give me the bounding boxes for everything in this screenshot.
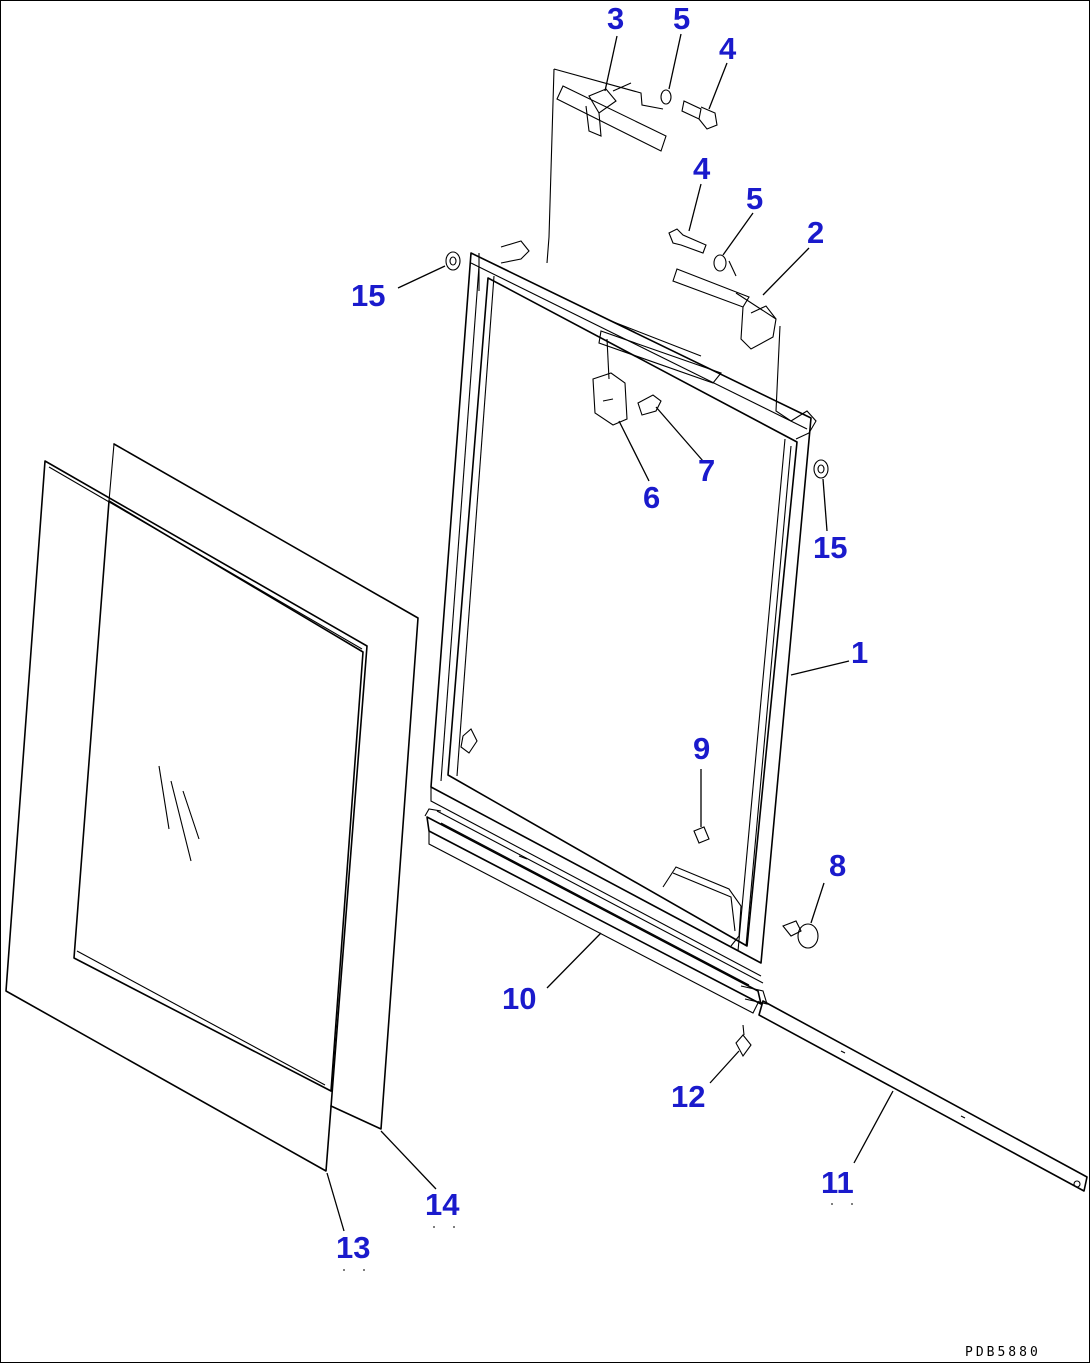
washer-top: [660, 89, 672, 105]
callout-4-mid: 4: [693, 151, 711, 186]
callout-5-mid: 5: [746, 181, 763, 216]
cap-right: [813, 459, 829, 479]
callout-6: 6: [643, 480, 660, 515]
glass-seal: [73, 443, 419, 1130]
clip: [693, 826, 710, 844]
callout-9: 9: [693, 731, 710, 766]
guide-bar: [758, 1000, 1088, 1192]
label-tick-marks: [343, 1203, 853, 1271]
callout-5-top: 5: [673, 1, 690, 36]
glass-pane: [5, 460, 368, 1172]
latch-bracket: [592, 338, 628, 426]
callout-15-left: 15: [351, 278, 385, 313]
callout-12: 12: [671, 1079, 705, 1114]
callout-4-top: 4: [719, 31, 737, 66]
cap-left: [445, 251, 461, 271]
washer-mid: [713, 254, 727, 272]
callout-15-right: 15: [813, 530, 847, 565]
stud-bolt: [637, 394, 662, 416]
callout-1: 1: [851, 635, 868, 670]
leader-lines: [326, 33, 894, 1232]
callout-2: 2: [807, 215, 824, 250]
bolt-top: [681, 100, 718, 130]
upper-hinge: [546, 68, 667, 264]
callout-3: 3: [607, 1, 624, 36]
sash-frame: [430, 240, 817, 977]
callout-11: 11: [821, 1165, 854, 1200]
callout-13: 13: [336, 1230, 370, 1265]
right-hinge: [672, 260, 792, 422]
callout-10: 10: [502, 981, 536, 1016]
drawing-code: PDB5880: [965, 1345, 1041, 1360]
bolt-mid: [668, 228, 707, 254]
callout-7: 7: [698, 453, 715, 488]
callout-14: 14: [425, 1187, 460, 1222]
knob: [782, 920, 819, 949]
callout-8: 8: [829, 848, 846, 883]
lower-rail: [424, 808, 768, 1014]
fastener: [735, 1024, 752, 1058]
callout-labels: 3 5 4 4 5 2 15 7 6 15 1 9 8 10 12 11 14 …: [336, 1, 868, 1265]
